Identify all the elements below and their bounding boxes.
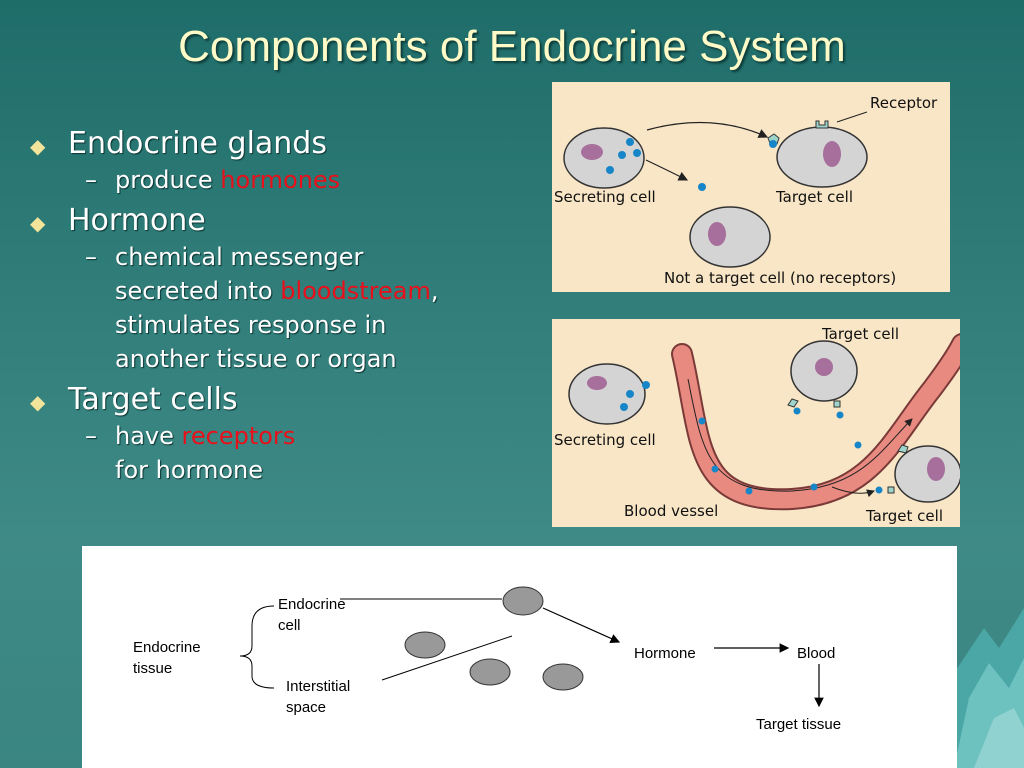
diamond-bullet-icon: ◆: [30, 211, 46, 235]
label-interstitial-space: Interstitial: [286, 678, 350, 695]
diamond-bullet-icon: ◆: [30, 390, 46, 414]
label-target-cell-top: Target cell: [821, 325, 899, 343]
label-blood: Blood: [797, 645, 835, 662]
target-cell: [894, 445, 960, 503]
secreting-cell: [563, 127, 645, 189]
nucleus: [823, 141, 841, 167]
bullet-target-cells: ◆ Target cells: [30, 382, 238, 417]
sub-bullet-receptors: – have receptors for hormone: [85, 422, 296, 484]
diamond-bullet-icon: ◆: [30, 134, 46, 158]
highlight-hormones: hormones: [220, 166, 341, 194]
slide-title: Components of Endocrine System: [178, 22, 846, 71]
nucleus: [587, 376, 607, 390]
label-endocrine-tissue: Endocrine: [133, 639, 201, 656]
decorative-corner-art: [944, 608, 1024, 768]
target-cell: [776, 126, 868, 188]
nucleus: [815, 358, 833, 376]
bullet-hormone: ◆ Hormone: [30, 203, 206, 238]
label-target-tissue: Target tissue: [756, 716, 841, 733]
svg-text:space: space: [286, 699, 326, 716]
svg-text:cell: cell: [278, 617, 301, 634]
non-target-cell: [689, 206, 771, 268]
endocrine-tissue-diagram-panel: Endocrine tissue Endocrine cell Intersti…: [82, 546, 957, 768]
label-blood-vessel: Blood vessel: [624, 502, 718, 520]
svg-text:tissue: tissue: [133, 660, 172, 677]
label-secreting-cell: Secreting cell: [554, 188, 656, 206]
brace: [239, 605, 275, 689]
bullet-list: ◆ Endocrine glands – produce hormones ◆ …: [30, 120, 530, 487]
label-receptor: Receptor: [870, 94, 938, 112]
cell: [542, 663, 584, 691]
label-secreting-cell: Secreting cell: [554, 431, 656, 449]
label-hormone: Hormone: [634, 645, 696, 662]
nucleus: [927, 457, 945, 481]
highlight-receptors: receptors: [181, 422, 296, 450]
endocrine-cell: [502, 586, 544, 616]
bullet-endocrine-glands: ◆ Endocrine glands: [30, 126, 327, 161]
cell: [469, 658, 511, 686]
label-target-cell: Target cell: [775, 188, 853, 206]
cell: [404, 631, 446, 659]
sub-bullet-chemical-messenger: – chemical messenger secreted into blood…: [85, 243, 439, 373]
blood-vessel-diagram-panel: Secreting cell Target cell Blood vessel …: [552, 319, 960, 527]
nucleus: [708, 222, 726, 246]
endocrine-tissue-diagram: Endocrine tissue Endocrine cell Intersti…: [133, 586, 841, 733]
label-endocrine-cell: Endocrine: [278, 596, 346, 613]
sub-bullet-produce: – produce hormones: [85, 166, 341, 194]
receptor-diagram-panel: Receptor Secreting cell Target cell Not …: [552, 82, 950, 292]
label-target-cell-bottom: Target cell: [865, 507, 943, 525]
receptor-diagram: Receptor Secreting cell Target cell Not …: [554, 94, 938, 287]
nucleus: [581, 144, 603, 160]
label-not-target-cell: Not a target cell (no receptors): [664, 269, 896, 287]
blood-vessel-diagram: Secreting cell Target cell Blood vessel …: [554, 325, 960, 525]
highlight-bloodstream: bloodstream: [280, 277, 431, 305]
